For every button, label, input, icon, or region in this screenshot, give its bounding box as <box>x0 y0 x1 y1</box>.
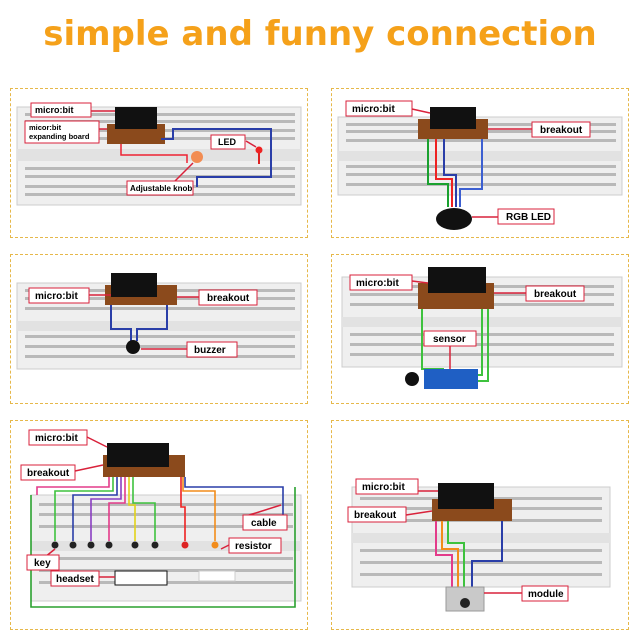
rgb-led <box>436 208 472 230</box>
sensor-module <box>424 369 478 389</box>
label-microbit: micro:bit <box>352 104 395 115</box>
panel-keys-headset: micro:bit breakout cable resistor key he… <box>10 420 308 630</box>
label-headset: headset <box>56 574 94 585</box>
label-resistor: resistor <box>235 541 272 552</box>
led <box>255 146 263 154</box>
label-breakout: breakout <box>27 468 70 479</box>
label-expanding-2: expanding board <box>29 132 90 141</box>
page-title: simple and funny connection <box>43 14 597 54</box>
microbit-board <box>111 273 157 297</box>
label-led: LED <box>218 137 237 147</box>
label-cable: cable <box>251 518 277 529</box>
label-breakout: breakout <box>540 125 583 136</box>
label-breakout: breakout <box>354 510 397 521</box>
label-microbit: micro:bit <box>362 482 405 493</box>
microbit-board <box>107 443 169 467</box>
knob <box>191 151 203 163</box>
microbit-board <box>430 107 476 129</box>
label-breakout: breakout <box>207 293 250 304</box>
label-module: module <box>528 589 564 600</box>
panel-led-knob: micro:bit micor:bit expanding board LED … <box>10 88 308 238</box>
headset-jack <box>114 570 168 586</box>
label-microbit: micro:bit <box>35 105 74 115</box>
microbit-board <box>428 267 486 293</box>
keys <box>51 541 159 549</box>
label-knob: Adjustable knob <box>130 184 192 193</box>
label-expanding-1: micor:bit <box>29 123 62 132</box>
label-microbit: micro:bit <box>35 433 78 444</box>
label-sensor: sensor <box>433 334 466 345</box>
microbit-board <box>115 107 157 129</box>
label-key: key <box>34 558 51 569</box>
buzzer <box>126 340 140 354</box>
label-rgb-led: RGB LED <box>506 212 551 223</box>
panel-buzzer: micro:bit breakout buzzer <box>10 254 308 404</box>
label-microbit: micro:bit <box>356 278 399 289</box>
panel-module: micro:bit breakout module <box>331 420 629 630</box>
label-microbit: micro:bit <box>35 291 78 302</box>
microbit-board <box>438 483 494 509</box>
label-buzzer: buzzer <box>194 345 226 356</box>
panel-rgb-led: micro:bit breakout RGB LED <box>331 88 629 238</box>
label-breakout: breakout <box>534 289 577 300</box>
panel-sensor: micro:bit breakout sensor <box>331 254 629 404</box>
